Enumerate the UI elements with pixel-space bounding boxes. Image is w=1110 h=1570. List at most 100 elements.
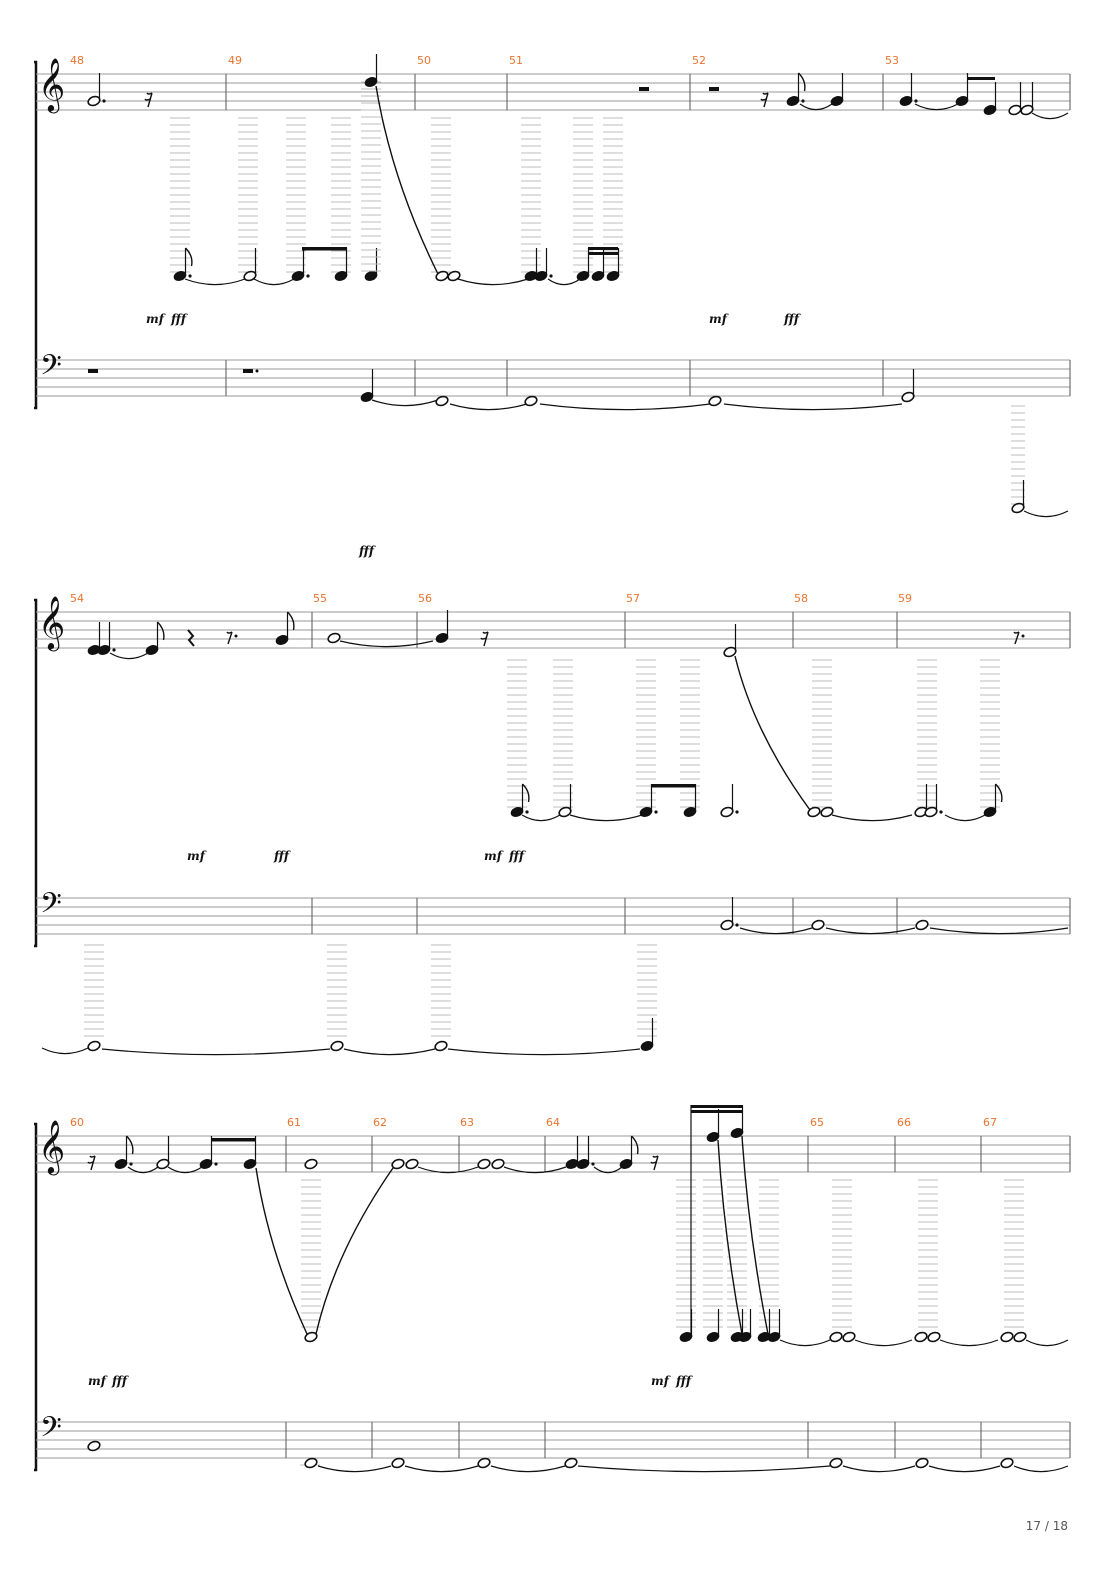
rest-dot xyxy=(1021,634,1025,638)
note-head xyxy=(829,1331,843,1343)
note-head xyxy=(477,1158,491,1170)
note-head xyxy=(807,806,821,818)
augmentation-dot xyxy=(214,1162,218,1166)
measure-number: 48 xyxy=(70,54,84,67)
note-flag xyxy=(521,783,530,803)
ledger-lines xyxy=(431,944,451,1037)
ledger-lines xyxy=(361,81,381,272)
note-head xyxy=(477,1457,491,1469)
note-head xyxy=(491,1158,505,1170)
eighth-rest-icon xyxy=(226,631,233,645)
tie xyxy=(779,1339,831,1347)
tie xyxy=(1013,1465,1069,1473)
treble-staff xyxy=(36,1135,1070,1173)
tie xyxy=(41,1047,89,1055)
ledger-lines xyxy=(238,117,258,273)
ledger-lines xyxy=(553,659,573,808)
note-head xyxy=(391,1158,405,1170)
note-head xyxy=(405,1158,419,1170)
measure-number: 59 xyxy=(898,592,912,605)
slide-curve xyxy=(255,1167,308,1335)
note-head xyxy=(842,1331,856,1343)
dynamic-marking: fff xyxy=(111,1374,129,1388)
bass-staff xyxy=(36,897,1070,935)
tie xyxy=(928,1465,1001,1473)
dynamic-marking: mf xyxy=(146,312,166,326)
dynamic-marking: fff xyxy=(783,312,801,326)
tie xyxy=(944,814,986,822)
note-head xyxy=(564,1457,578,1469)
measure-number: 67 xyxy=(983,1116,997,1129)
dynamic-marking: mf xyxy=(88,1374,108,1388)
ledger-lines xyxy=(431,117,451,273)
rest-dot xyxy=(234,634,238,638)
beam xyxy=(302,247,347,251)
tie xyxy=(939,1339,999,1347)
tie xyxy=(184,278,246,286)
dynamic-marking: fff xyxy=(273,849,291,863)
note-head xyxy=(914,1331,928,1343)
quarter-rest-icon xyxy=(187,629,195,647)
note-head xyxy=(708,395,722,407)
treble-staff xyxy=(36,611,1070,649)
tie xyxy=(1031,112,1069,120)
system-bracket xyxy=(34,60,38,410)
page-number: 17 / 18 xyxy=(1025,1519,1068,1533)
beam xyxy=(691,1110,743,1113)
beam xyxy=(588,252,618,255)
augmentation-dot xyxy=(525,810,529,814)
tie xyxy=(457,278,529,286)
augmentation-dot xyxy=(939,810,943,814)
tie xyxy=(1023,510,1069,518)
tie xyxy=(521,814,561,822)
ledger-lines xyxy=(680,659,700,808)
tie xyxy=(109,652,149,660)
measure-number: 57 xyxy=(626,592,640,605)
measure-number: 66 xyxy=(897,1116,911,1129)
measure-number: 65 xyxy=(810,1116,824,1129)
augmentation-dot xyxy=(306,274,310,278)
slide-curve xyxy=(717,1139,743,1335)
measure-number: 60 xyxy=(70,1116,84,1129)
ledger-lines xyxy=(980,659,1000,808)
augmentation-dot xyxy=(129,1162,133,1166)
beam xyxy=(211,1138,256,1142)
measure-number: 62 xyxy=(373,1116,387,1129)
augmentation-dot xyxy=(549,274,553,278)
ledger-lines xyxy=(637,944,657,1037)
tie xyxy=(417,1166,479,1174)
tie xyxy=(127,1166,159,1174)
note-head xyxy=(915,1457,929,1469)
note-head xyxy=(927,1331,941,1343)
sixteenth-rest-icon xyxy=(87,1155,96,1171)
half-rest-icon xyxy=(639,87,649,91)
note-head xyxy=(447,270,461,282)
measure-number: 54 xyxy=(70,592,84,605)
note-head xyxy=(1013,1331,1027,1343)
system-bracket xyxy=(34,1122,38,1472)
ledger-lines xyxy=(759,1179,779,1328)
augmentation-dot xyxy=(801,99,805,103)
sixteenth-rest-icon xyxy=(144,92,153,108)
ledger-lines xyxy=(327,944,347,1037)
measure-number: 61 xyxy=(287,1116,301,1129)
dynamic-marking: fff xyxy=(675,1374,693,1388)
bass-clef-icon: 𝄢 xyxy=(40,349,62,389)
treble-clef-icon: 𝄞 xyxy=(38,595,65,651)
augmentation-dot xyxy=(591,1162,595,1166)
tie xyxy=(343,1048,436,1056)
ledger-lines xyxy=(636,659,656,808)
rest-dot xyxy=(255,369,259,373)
tie xyxy=(404,1465,479,1473)
note-flag xyxy=(184,247,193,267)
eighth-rest-icon xyxy=(1013,631,1020,645)
ledger-lines xyxy=(521,117,541,273)
ledger-lines xyxy=(603,117,623,273)
slide-curve xyxy=(375,85,439,275)
tie xyxy=(490,1465,566,1473)
note-flag xyxy=(630,1135,639,1155)
note-head xyxy=(435,270,449,282)
ledger-lines xyxy=(286,117,306,273)
tie xyxy=(593,1166,623,1174)
tie xyxy=(539,403,711,411)
